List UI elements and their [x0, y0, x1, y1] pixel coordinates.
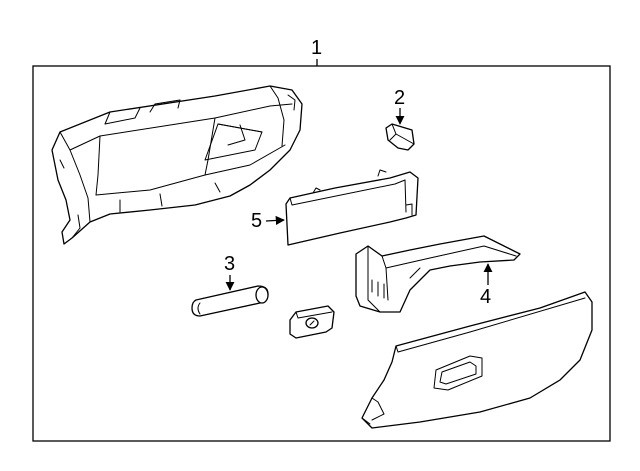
- glove-box-housing: [51, 85, 303, 245]
- glove-box-door: [361, 291, 593, 429]
- door-panel-part: [285, 169, 419, 246]
- callout-2: 2: [394, 87, 405, 109]
- callout-5-leader: [265, 215, 285, 225]
- latch-part: [289, 305, 335, 339]
- callout-3: 3: [224, 253, 235, 275]
- cylinder-part: [191, 285, 269, 317]
- callout-1: 1: [311, 37, 322, 59]
- diagram-frame-box: [32, 65, 611, 442]
- callout-4: 4: [480, 286, 491, 308]
- bracket-part: [385, 123, 415, 151]
- side-panel-part: [355, 235, 521, 313]
- callout-5: 5: [251, 210, 262, 232]
